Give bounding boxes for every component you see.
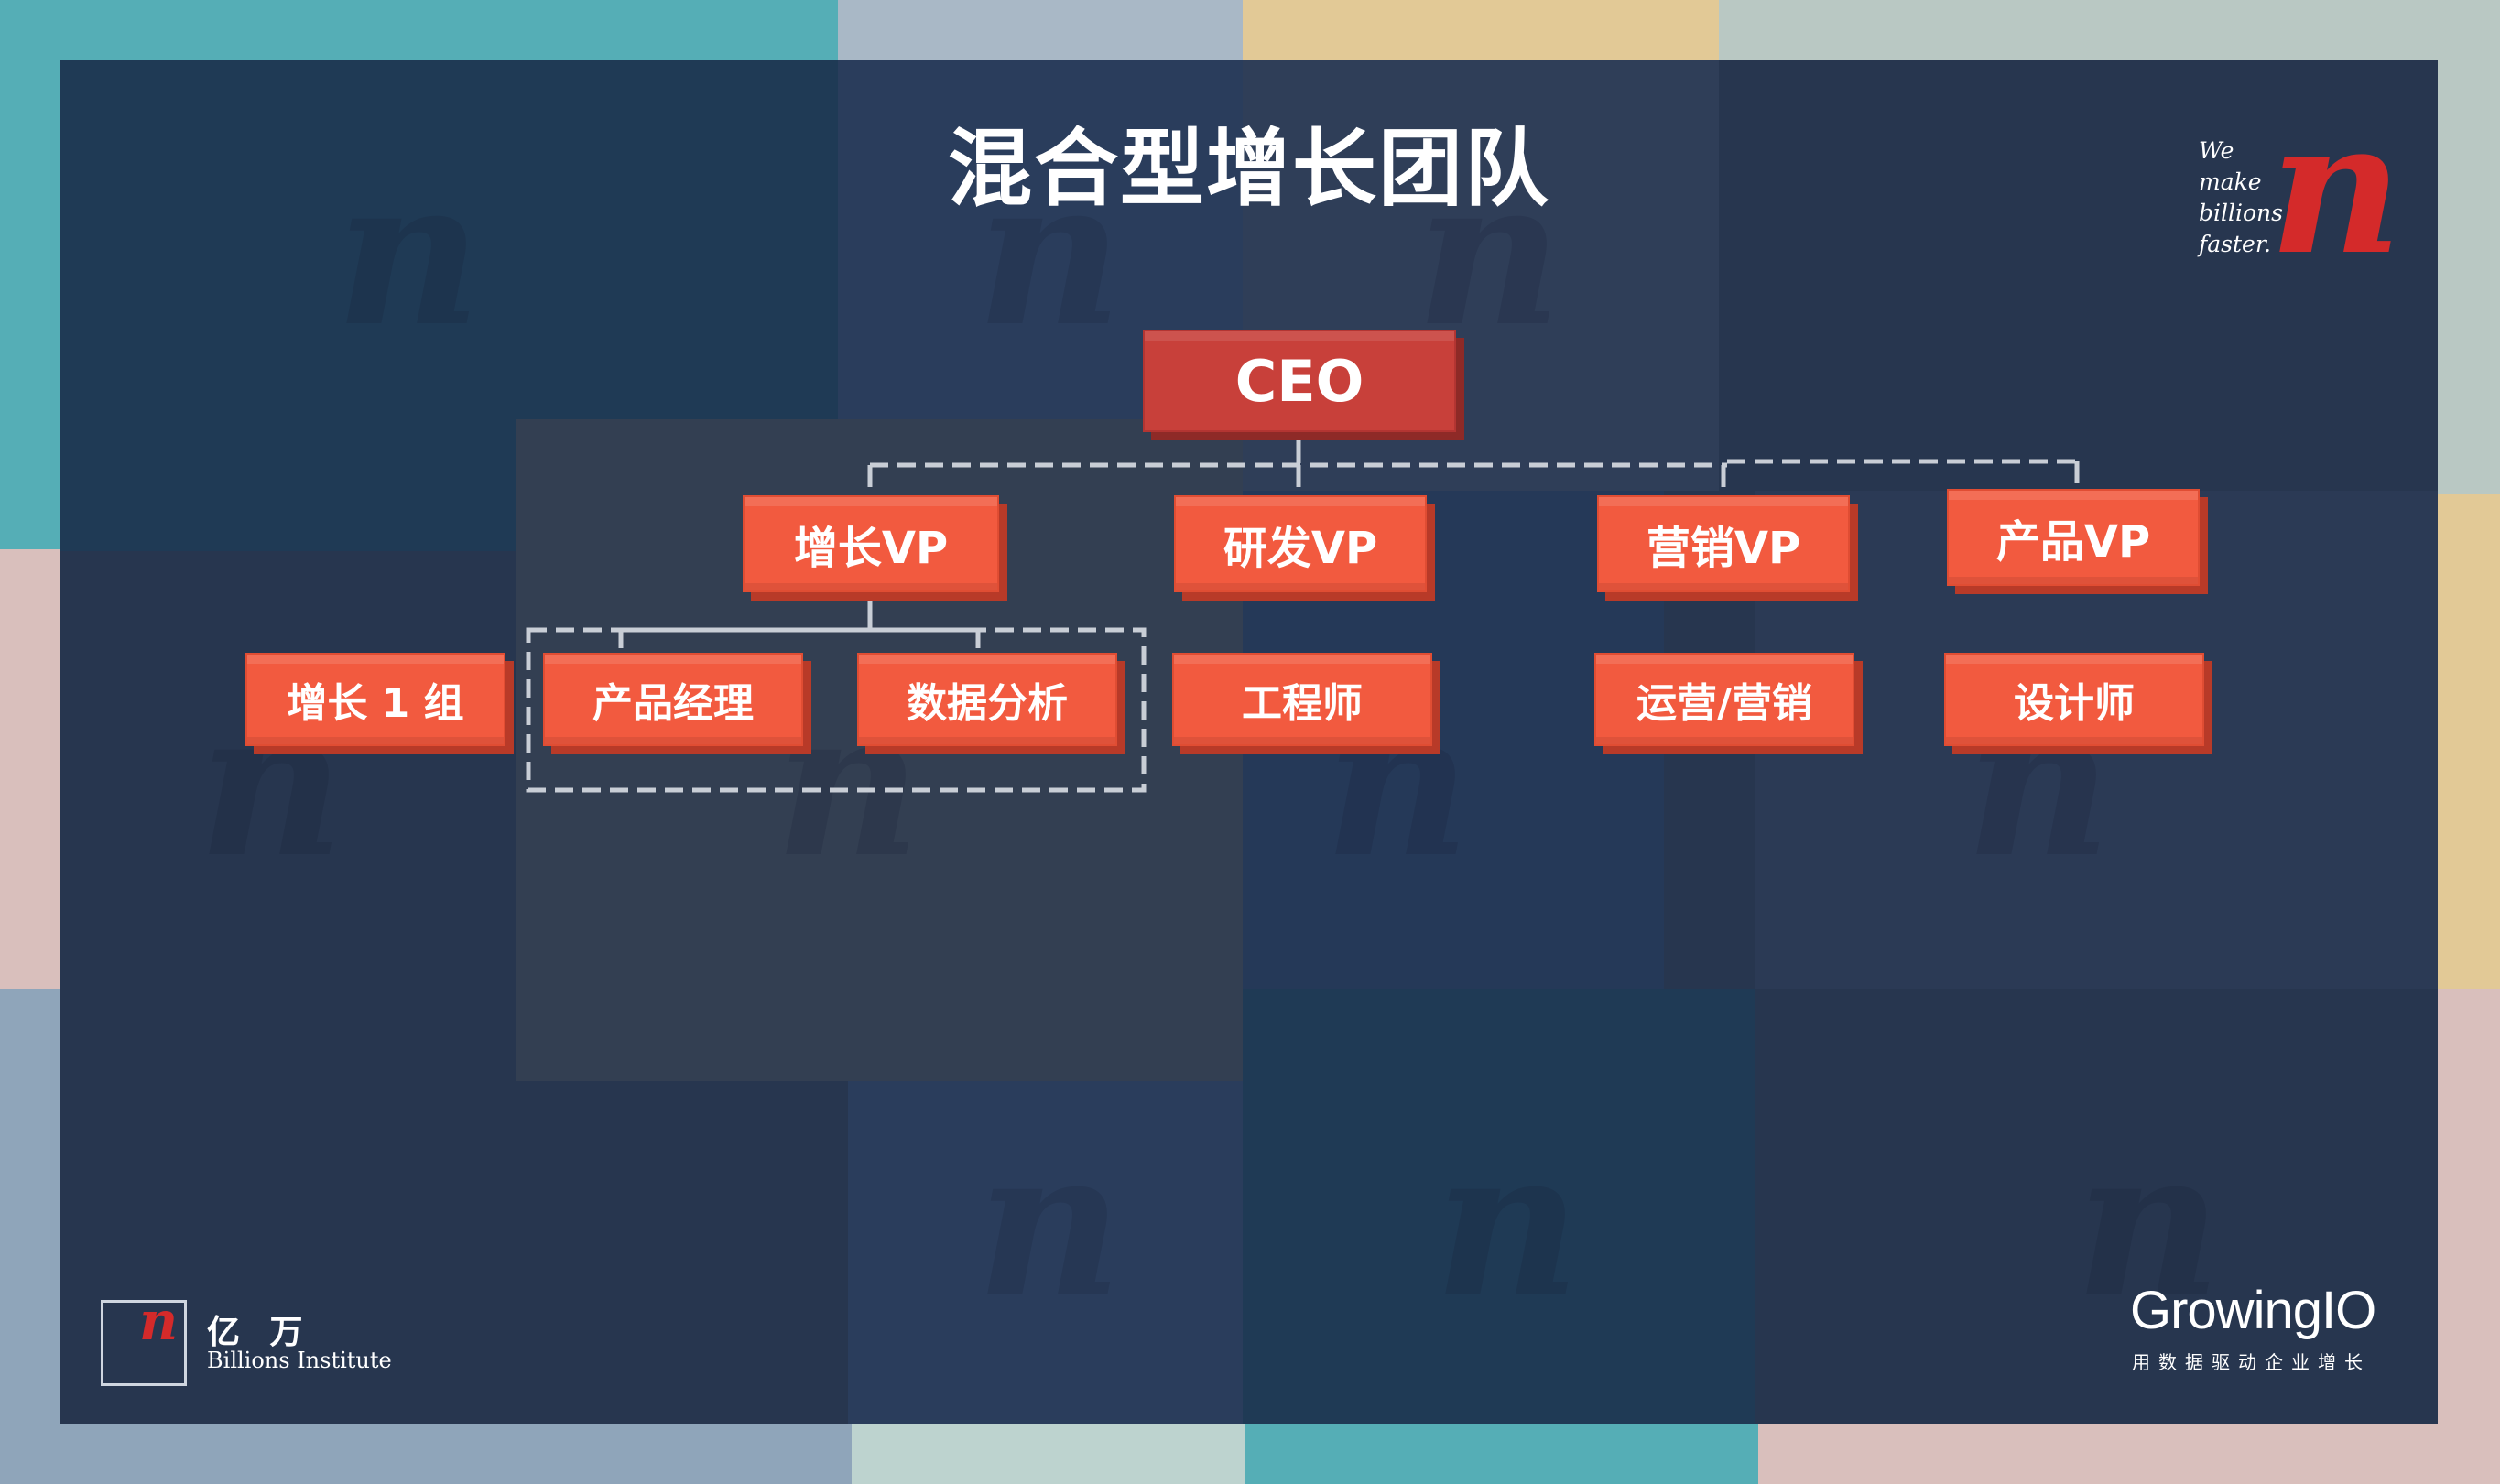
vp-label: 研发VP	[1223, 523, 1378, 574]
tagline-line: billions	[2199, 200, 2283, 226]
team-label: 运营/营销	[1636, 680, 1813, 727]
watermark-n: n	[335, 134, 482, 371]
tagline-line: We	[2199, 137, 2234, 164]
institute-name-en: Billions Institute	[207, 1348, 392, 1373]
vp-label: 营销VP	[1646, 523, 1801, 574]
institute-logo-n: n	[139, 1290, 179, 1352]
inner-tile	[1243, 989, 1755, 1424]
team-label: 设计师	[2014, 680, 2135, 727]
growingio-slogan: 用数据驱动企业增长	[2132, 1351, 2371, 1373]
team-label: 增长 1 组	[287, 680, 464, 727]
institute-logo-frame	[101, 1300, 187, 1386]
institute-name-cn: 亿 万	[207, 1314, 312, 1351]
vp-box-growth: 增长VP	[743, 495, 999, 592]
watermark-n: n	[1416, 134, 1562, 371]
slide: n n n n n n n n n n 混合型增长团队 CEO 增长VP 研发V…	[60, 60, 2438, 1424]
team-box-product-manager: 产品经理	[543, 653, 803, 746]
ceo-box: CEO	[1143, 330, 1456, 432]
team-label: 工程师	[1242, 680, 1363, 727]
growingio-logo: GrowingIO	[2130, 1281, 2376, 1340]
watermark-n: n	[976, 1104, 1123, 1341]
brand-tagline: We make billions faster.	[2199, 135, 2283, 260]
tagline-line: faster.	[2199, 231, 2271, 257]
team-box-ops-marketing: 运营/营销	[1594, 653, 1854, 746]
inner-tile	[848, 1081, 1243, 1424]
team-label: 产品经理	[592, 680, 754, 727]
tagline-line: make	[2199, 168, 2262, 195]
page-title: 混合型增长团队	[947, 120, 1550, 218]
team-box-growth-1: 增长 1 组	[245, 653, 505, 746]
team-label: 数据分析	[907, 680, 1068, 727]
watermark-n: n	[976, 134, 1123, 371]
team-box-designer: 设计师	[1944, 653, 2204, 746]
vp-label: 增长VP	[793, 523, 949, 574]
vp-box-rd: 研发VP	[1174, 495, 1427, 592]
watermark-n: n	[2075, 1104, 2222, 1341]
vp-label: 产品VP	[1995, 516, 2151, 568]
watermark-n: n	[1434, 1104, 1581, 1341]
ceo-label: CEO	[1234, 347, 1364, 415]
team-box-engineer: 工程师	[1172, 653, 1432, 746]
vp-box-product: 产品VP	[1947, 489, 2200, 586]
team-box-data-analysis: 数据分析	[857, 653, 1117, 746]
connector-lines	[526, 431, 2080, 793]
vp-box-marketing: 营销VP	[1597, 495, 1850, 592]
brand-n-logo: n	[2269, 81, 2403, 296]
